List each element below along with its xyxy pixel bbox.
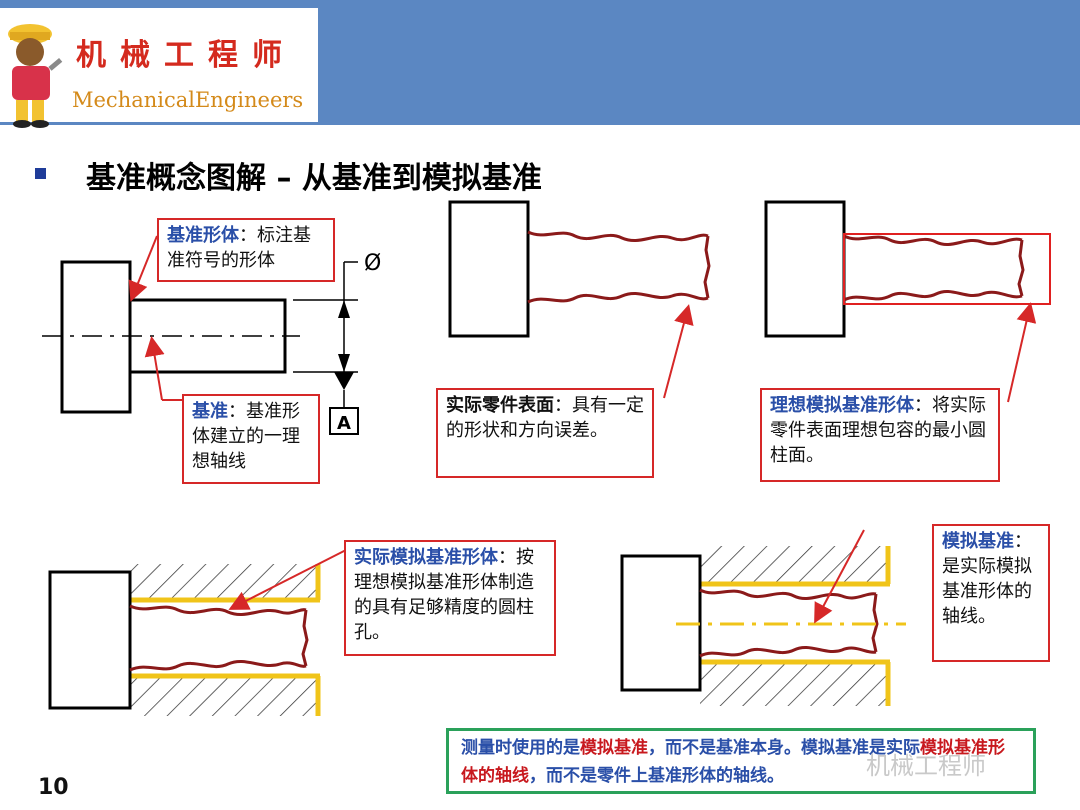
callout-text: ：按理想模拟基准形体制造的具有足够精度的圆柱孔。 bbox=[354, 547, 534, 643]
engineer-mascot-icon bbox=[8, 24, 63, 128]
logo-english: MechanicalEngineers bbox=[72, 88, 304, 112]
callout-actual-simulator: 实际模拟基准形体：按理想模拟基准形体制造的具有足够精度的圆柱孔。 bbox=[344, 540, 556, 656]
watermark: 机械工程师 bbox=[866, 752, 986, 780]
diagram-simulated-datum bbox=[620, 529, 906, 706]
callout-text: ：具有一定的形状和方向误差。 bbox=[446, 395, 644, 441]
callout-keyword: 模拟基准 bbox=[942, 531, 1014, 552]
callout-datum-feature: 基准形体：标注基准符号的形体 bbox=[157, 218, 335, 282]
note-part: ，而不是零件上基准形体的轴线。 bbox=[529, 766, 784, 786]
callout-keyword: 基准形体 bbox=[167, 225, 239, 246]
callout-ideal-simulator: 理想模拟基准形体：将实际零件表面理想包容的最小圆柱面。 bbox=[760, 388, 1000, 482]
note-part: ，而不是基准本身。模拟基准是实际 bbox=[648, 738, 920, 758]
diagram-actual-surface bbox=[448, 200, 711, 399]
diagram-actual-simulator bbox=[48, 549, 347, 716]
logo: 机械工程师 MechanicalEngineers bbox=[0, 8, 318, 128]
callout-keyword: 基准 bbox=[192, 401, 228, 422]
diameter-symbol: Ø bbox=[364, 251, 381, 276]
callout-simulated-datum: 模拟基准：是实际模拟基准形体的轴线。 bbox=[932, 524, 1050, 662]
logo-chinese: 机械工程师 bbox=[76, 38, 296, 73]
note-highlight: 模拟基准 bbox=[580, 738, 648, 758]
diagram-datum-feature: A Ø bbox=[42, 235, 381, 435]
callout-keyword: 理想模拟基准形体 bbox=[770, 395, 914, 416]
note-part: 测量时使用的是 bbox=[461, 738, 580, 758]
callout-keyword: 实际模拟基准形体 bbox=[354, 547, 498, 568]
note-highlight: 模拟基准形体的轴线 bbox=[461, 738, 1005, 786]
callout-text: ：标注基准符号的形体 bbox=[167, 225, 311, 271]
callout-keyword: 实际零件表面 bbox=[446, 395, 554, 416]
page-number: 10 bbox=[38, 775, 69, 800]
slide-title: 基准概念图解 – 从基准到模拟基准 bbox=[86, 161, 542, 196]
callout-text: ：将实际零件表面理想包容的最小圆柱面。 bbox=[770, 395, 986, 466]
callout-datum: 基准：基准形体建立的一理想轴线 bbox=[182, 394, 320, 484]
callout-text: ：基准形体建立的一理想轴线 bbox=[192, 401, 300, 472]
diagram-ideal-simulator bbox=[764, 200, 1051, 403]
datum-letter: A bbox=[337, 413, 351, 434]
measurement-note: 测量时使用的是模拟基准，而不是基准本身。模拟基准是实际模拟基准形体的轴线，而不是… bbox=[446, 728, 1036, 794]
callout-text: ：是实际模拟基准形体的轴线。 bbox=[942, 531, 1032, 627]
callout-actual-surface: 实际零件表面：具有一定的形状和方向误差。 bbox=[436, 388, 654, 478]
title-bullet-icon bbox=[35, 168, 46, 179]
